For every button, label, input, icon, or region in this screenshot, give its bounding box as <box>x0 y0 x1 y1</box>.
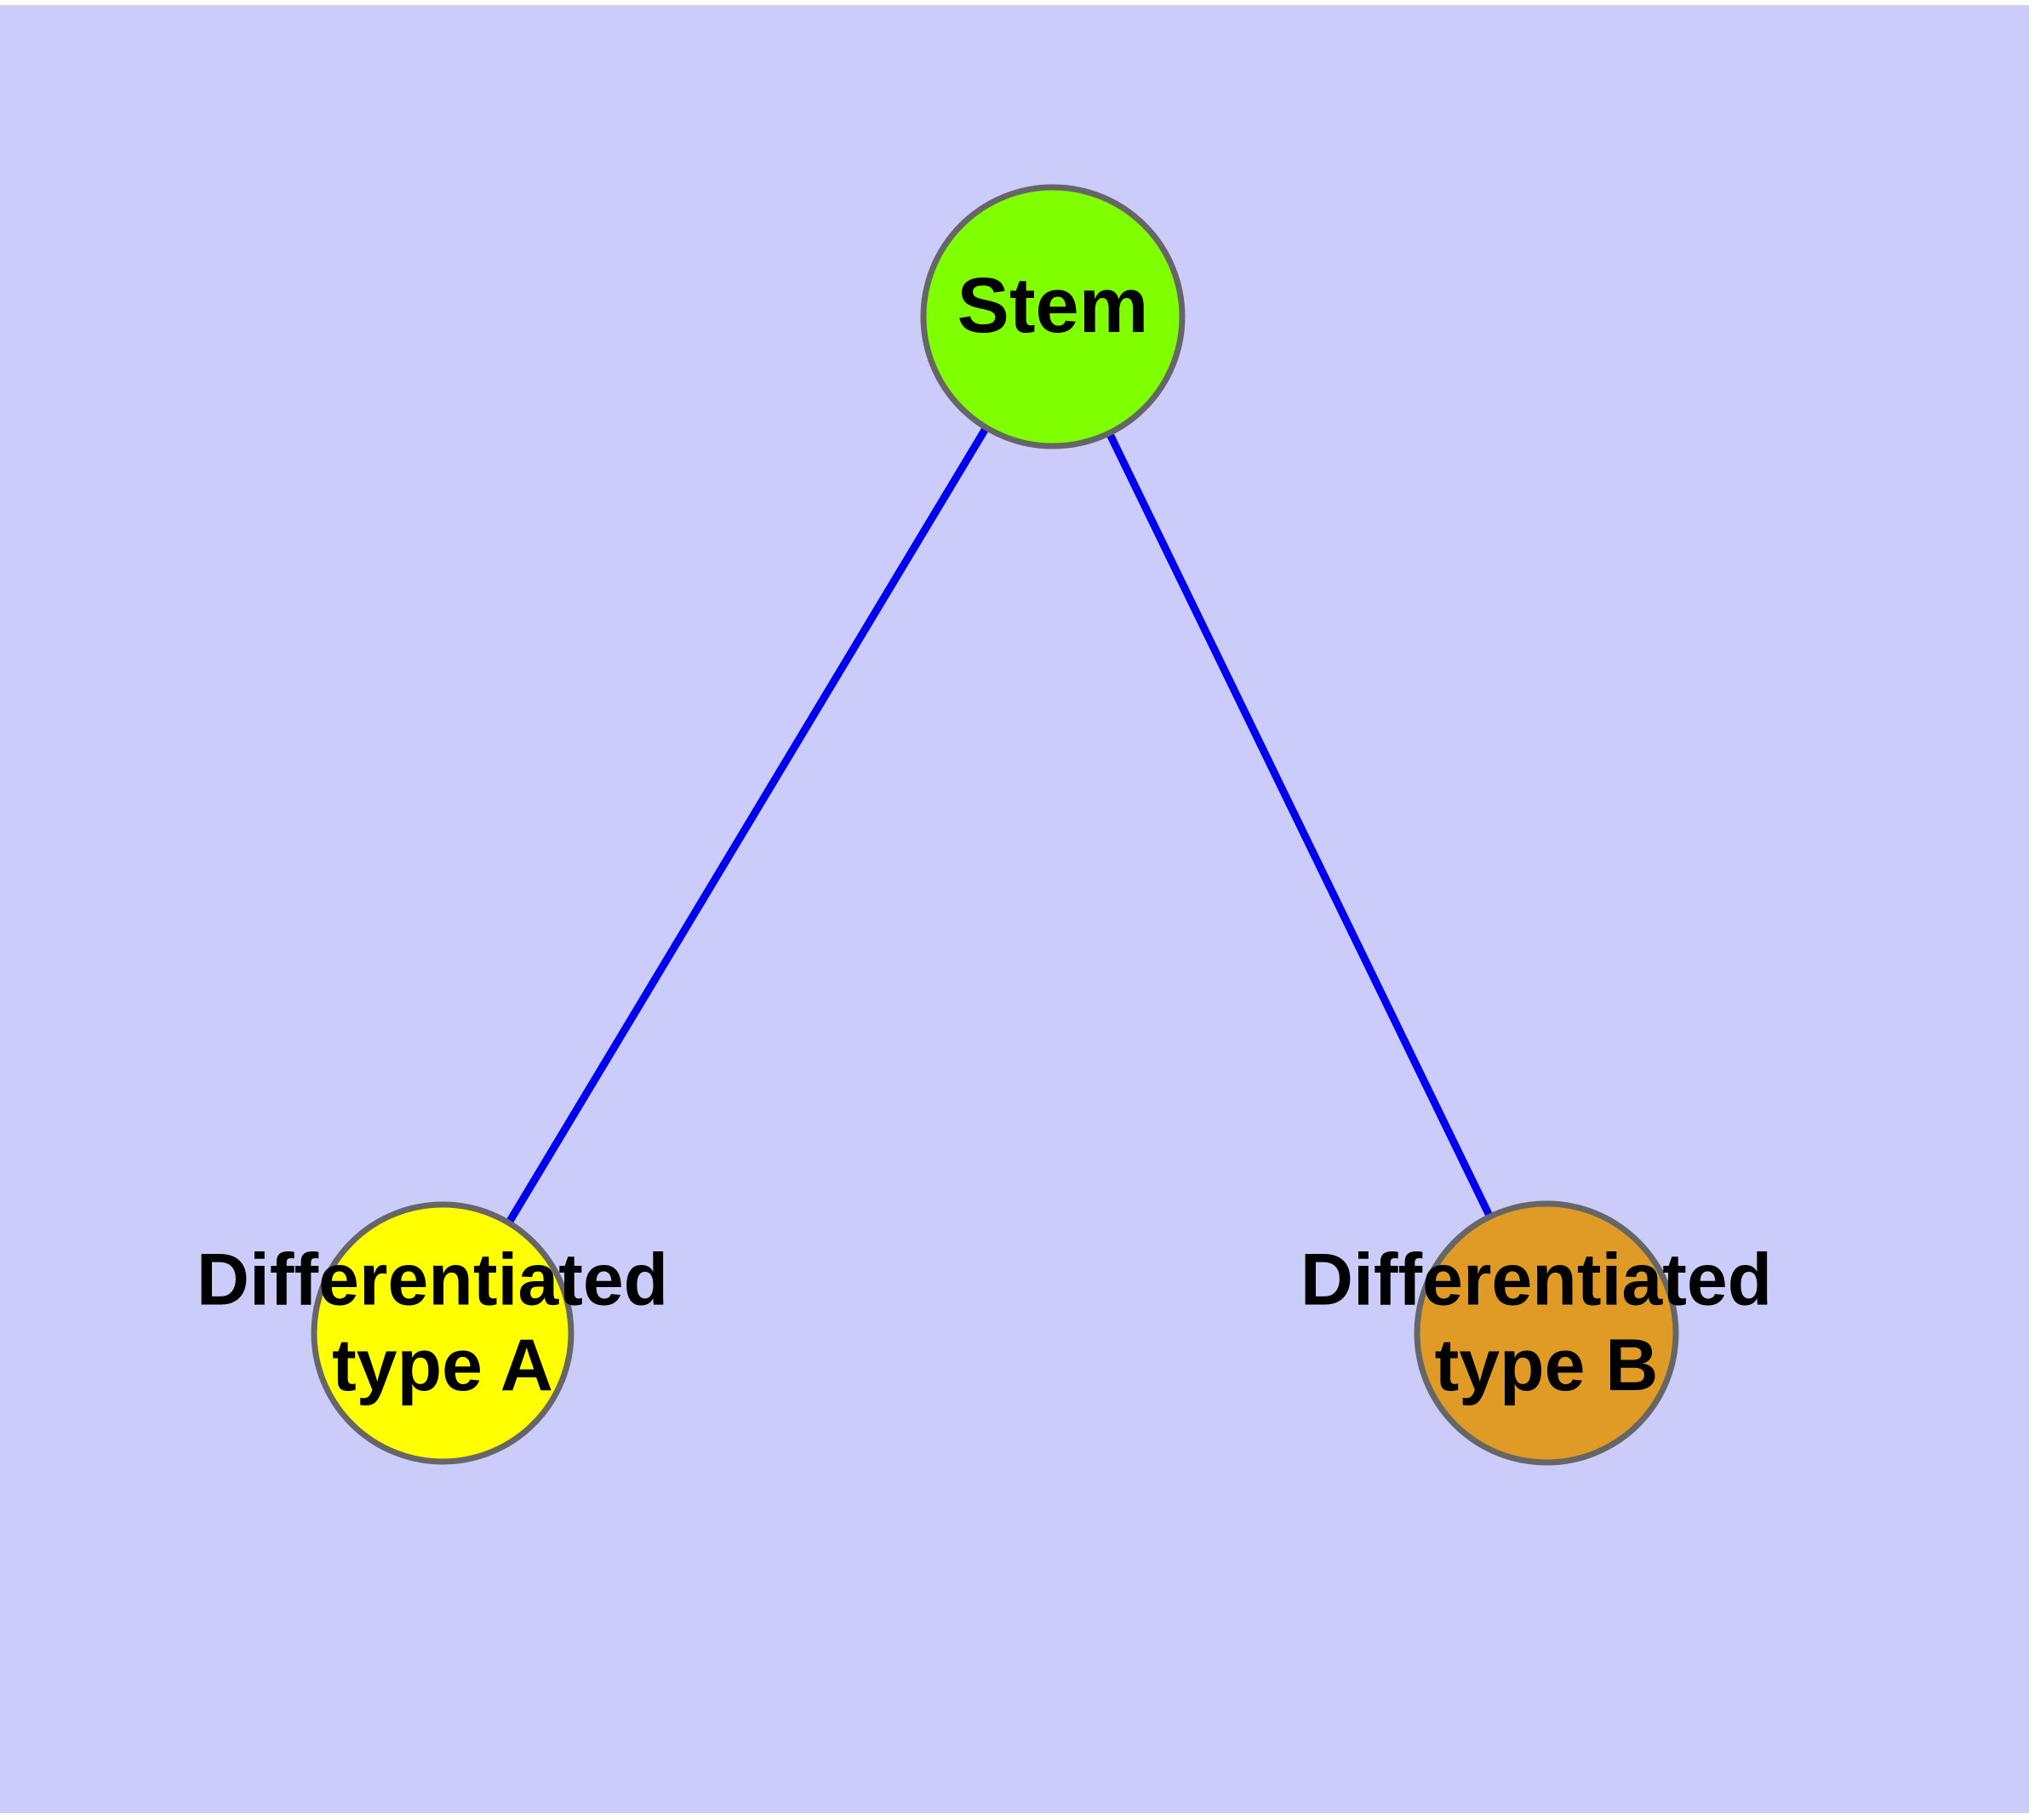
node-label-differentiated-type-b: Differentiated type B <box>1300 1239 1792 1406</box>
node-label-differentiated-type-a: Differentiated type A <box>197 1239 689 1406</box>
node-label-stem: Stem <box>957 262 1149 349</box>
edge-stem-to-differentiated-type-a[interactable] <box>504 424 991 1227</box>
node-stem[interactable] <box>920 184 1186 449</box>
node-differentiated-type-b[interactable] <box>1414 1200 1679 1466</box>
node-differentiated-type-a[interactable] <box>311 1201 574 1465</box>
label-layer: Differentiated type A Differentiated typ… <box>197 262 1792 1406</box>
edge-stem-to-differentiated-type-b[interactable] <box>1105 429 1495 1221</box>
node-label-line-a1: Differentiated <box>197 1239 668 1320</box>
node-circle-differentiated-type-b[interactable] <box>1414 1200 1679 1466</box>
node-layer <box>311 184 1679 1466</box>
node-label-line-a2: type A <box>332 1325 553 1406</box>
edge-layer <box>504 424 1495 1227</box>
node-label-line-b2: type B <box>1435 1325 1659 1406</box>
node-label-line-stem1: Stem <box>957 262 1149 349</box>
node-circle-stem[interactable] <box>920 184 1186 449</box>
node-circle-differentiated-type-a[interactable] <box>311 1201 574 1465</box>
node-label-line-b1: Differentiated <box>1300 1239 1772 1320</box>
